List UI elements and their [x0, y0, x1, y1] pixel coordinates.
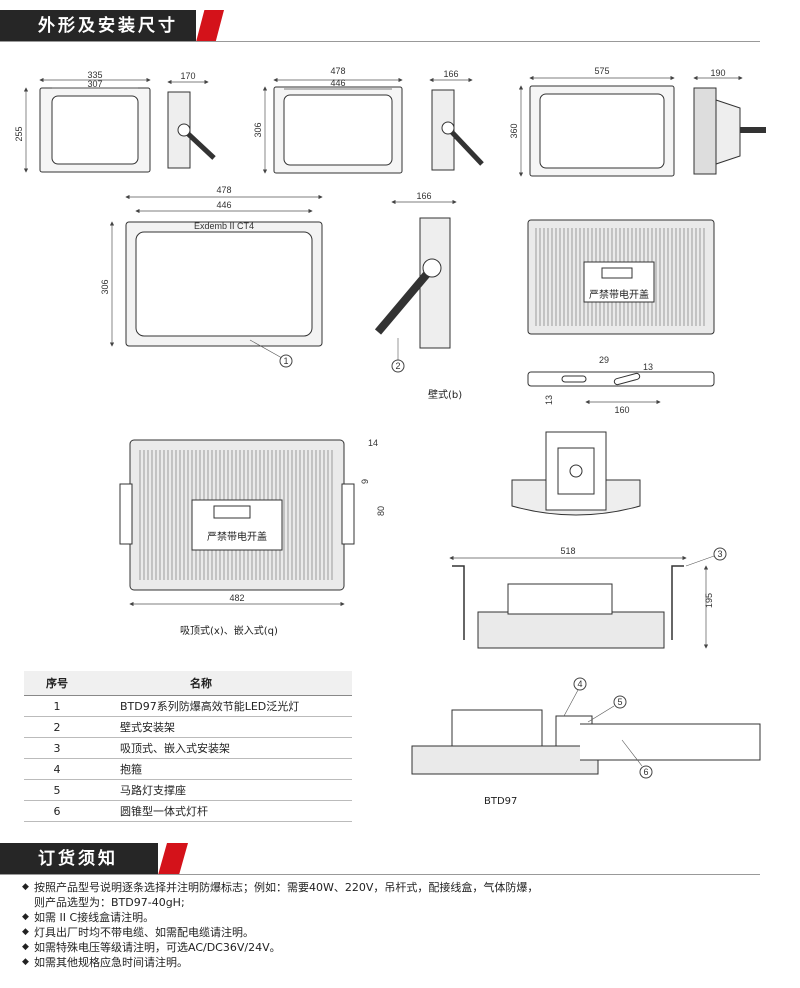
diamond-bullet-icon: ◆: [22, 882, 29, 892]
mounting-slot-detail: 29 13 13 160: [527, 355, 715, 415]
note-item: ◆如需其他规格应急时间请注明。: [22, 956, 188, 969]
header-name: 名称: [90, 671, 352, 696]
ordering-notes: ◆按照产品型号说明逐条选择并注明防爆标志；例如：需要40W、220V，吊杆式，配…: [22, 880, 762, 970]
row-no: 6: [24, 800, 90, 822]
rear-view-wall: 严禁带电开盖: [527, 219, 715, 335]
side-view-small: 170: [167, 71, 216, 169]
callout-2: 2: [395, 361, 400, 371]
ceiling-mount-rear-view: 严禁带电开盖 482 14 9 80 吸顶式(x)、嵌入式(q): [119, 438, 386, 637]
row-no: 5: [24, 779, 90, 801]
row-name: 吸顶式、嵌入式安装架: [90, 737, 352, 759]
row-name: BTD97系列防爆高效节能LED泛光灯: [90, 695, 352, 717]
dim-ceiling-width: 482: [229, 593, 244, 603]
front-view-large: 575 360: [509, 66, 675, 177]
ceiling-mount-label: 吸顶式(x)、嵌入式(q): [180, 624, 278, 637]
dim-v3-height: 360: [509, 123, 519, 138]
dim-ceiling-a: 14: [368, 438, 378, 448]
diamond-bullet-icon: ◆: [22, 912, 29, 922]
dim-bracket-height: 195: [704, 593, 714, 608]
dim-ceiling-b: 9: [360, 479, 370, 484]
note-item: ◆如需特殊电压等级请注明，可选AC/DC36V/24V。: [22, 941, 281, 954]
row-no: 1: [24, 695, 90, 717]
table-header-row: 序号 名称: [24, 671, 352, 696]
dim-v3-side: 190: [710, 68, 725, 78]
dim-main-side: 166: [416, 191, 431, 201]
pole-mount-view: 4 5 6 BTD97: [411, 677, 761, 807]
dim-main-inner: 446: [216, 200, 231, 210]
wall-mount-side-view: 166 2 壁式(b): [374, 191, 462, 401]
callout-6: 6: [643, 767, 648, 777]
row-name: 圆锥型一体式灯杆: [90, 800, 352, 822]
row-no: 2: [24, 716, 90, 738]
section-banner-ordering: 订货须知: [0, 843, 800, 875]
dim-slot-d: 160: [614, 405, 629, 415]
note-item: 则产品选型为：BTD97-40gH;: [34, 896, 185, 909]
callout-5: 5: [617, 697, 622, 707]
no-open-label-2: 严禁带电开盖: [207, 530, 267, 543]
dim-v1-height: 255: [14, 126, 24, 141]
no-open-label-1: 严禁带电开盖: [589, 288, 649, 301]
dim-v1-side: 170: [180, 71, 195, 81]
callout-4: 4: [577, 679, 582, 689]
row-name: 马路灯支撑座: [90, 779, 352, 801]
side-view-medium: 166: [429, 69, 484, 171]
main-front-view: 478 446 306 Exdemb II CT4 1: [100, 185, 323, 368]
dim-main-height: 306: [100, 279, 110, 294]
dim-ceiling-c: 80: [376, 506, 386, 516]
model-label: BTD97: [484, 796, 517, 807]
diamond-bullet-icon: ◆: [22, 927, 29, 937]
row-name: 抱箍: [90, 758, 352, 780]
dim-bracket-width: 518: [560, 546, 575, 556]
dim-slot-a: 29: [599, 355, 609, 365]
callout-3: 3: [717, 549, 722, 559]
dim-v2-height: 306: [253, 122, 263, 137]
row-no: 3: [24, 737, 90, 759]
dim-v2-inner: 446: [330, 78, 345, 88]
diamond-bullet-icon: ◆: [22, 957, 29, 967]
section-title-dimensions: 外形及安装尺寸: [38, 16, 178, 36]
dim-slot-c: 13: [544, 395, 554, 405]
section-title-ordering: 订货须知: [38, 849, 118, 869]
dim-main-width: 478: [216, 185, 231, 195]
dim-v2-side: 166: [443, 69, 458, 79]
row-no: 4: [24, 758, 90, 780]
front-view-medium: 478 446 306: [253, 66, 403, 174]
dim-v3-width: 575: [594, 66, 609, 76]
front-view-small: 335 307 255: [14, 70, 151, 173]
section-banner-dimensions: 外形及安装尺寸: [0, 10, 800, 42]
header-no: 序号: [24, 671, 90, 696]
note-item: ◆灯具出厂时均不带电缆、如需配电缆请注明。: [22, 926, 254, 939]
row-name: 壁式安装架: [90, 716, 352, 738]
dim-v1-inner: 307: [87, 79, 102, 89]
bracket-side-view: 518 195 3: [449, 546, 727, 649]
bracket-top-view: [511, 431, 641, 516]
dim-v2-width: 478: [330, 66, 345, 76]
side-view-large: 190: [693, 68, 766, 175]
callout-1: 1: [283, 356, 288, 366]
note-item: ◆如需 II C接线盒请注明。: [22, 911, 155, 924]
explosion-mark-label: Exdemb II CT4: [194, 221, 254, 231]
dim-slot-b: 13: [643, 362, 653, 372]
dim-v1-width: 335: [87, 70, 102, 80]
note-item: ◆按照产品型号说明逐条选择并注明防爆标志；例如：需要40W、220V，吊杆式，配…: [22, 881, 539, 894]
diamond-bullet-icon: ◆: [22, 942, 29, 952]
wall-mount-label: 壁式(b): [428, 388, 462, 401]
